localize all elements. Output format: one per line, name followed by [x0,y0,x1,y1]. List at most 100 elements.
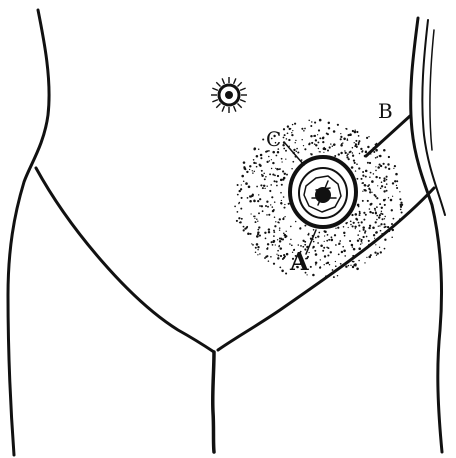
stipple-dot [384,204,386,206]
stipple-dot [255,251,257,253]
stipple-dot [364,262,365,263]
stipple-dot [379,203,381,205]
stipple-dot [279,240,281,242]
stipple-dot [236,220,238,222]
stipple-dot [282,170,284,172]
stipple-dot [326,240,328,242]
stipple-dot [299,227,301,229]
stipple-dot [266,201,268,203]
stipple-dot [350,220,352,222]
stipple-dot [399,191,400,192]
stipple-dot [295,140,296,141]
umbilicus-ray [240,88,246,90]
stipple-dot [250,233,252,235]
stipple-dot [341,251,343,253]
stipple-dot [256,235,259,238]
stipple-dot [274,180,276,182]
stipple-dot [277,151,279,153]
stipple-dot [340,263,342,265]
umbilicus-ray [222,78,224,84]
stipple-dot [366,137,368,139]
stipple-dot [375,221,377,223]
stipple-dot [355,143,356,144]
stipple-dot [380,223,382,225]
stipple-dot [352,246,353,247]
stipple-dot [286,138,288,140]
stipple-dot [365,214,367,216]
stipple-dot [282,218,284,220]
stipple-dot [390,199,393,202]
stipple-dot [282,144,284,146]
stipple-dot [312,274,315,277]
stipple-dot [334,234,336,236]
stipple-dot [260,154,263,157]
stipple-dot [268,260,270,262]
stipple-dot [277,250,279,252]
stipple-dot [281,184,283,186]
stipple-dot [367,146,369,148]
stipple-dot [237,211,239,213]
stipple-dot [320,259,321,260]
stipple-dot [262,210,264,212]
stipple-dot [383,180,385,182]
stipple-dot [311,142,313,144]
stipple-dot [264,257,266,259]
stipple-dot [328,122,330,124]
stipple-dot [303,145,304,146]
stipple-dot [387,226,389,228]
umbilicus-ray [216,82,220,86]
stipple-dot [281,270,284,273]
stipple-dot [257,200,259,202]
stipple-dot [272,174,274,176]
stipple-dot [298,244,300,246]
stipple-dot [280,255,282,257]
stipple-dot [268,228,270,230]
stipple-dot [353,261,355,263]
stipple-dot [337,124,339,126]
stipple-dot [340,152,342,154]
stipple-dot [249,196,251,198]
stipple-dot [361,221,363,223]
stipple-dot [314,135,316,137]
stipple-dot [361,242,362,243]
stipple-dot [372,212,373,213]
stipple-dot [331,239,334,242]
stipple-dot [354,226,356,228]
stipple-dot [301,128,303,130]
stipple-dot [391,209,393,211]
stipple-dot [333,276,335,278]
stipple-dot [318,148,319,149]
stipple-dot [337,227,339,229]
stipple-dot [358,260,360,262]
stipple-dot [396,187,398,189]
stipple-dot [356,163,358,165]
stipple-dot [376,255,377,256]
stipple-dot [281,161,282,162]
stipple-dot [345,265,347,267]
stipple-dot [393,218,395,220]
stipple-dot [244,167,247,170]
stipple-dot [290,239,292,241]
stipple-dot [358,252,360,254]
umbilicus-ray [212,100,218,102]
stipple-dot [347,134,349,136]
stipple-dot [369,162,371,164]
stipple-dot [345,222,347,224]
stipple-dot [322,250,324,252]
stipple-dot [384,239,386,241]
stipple-dot [262,187,264,189]
stipple-dot [358,140,360,142]
stipple-dot [290,226,292,228]
stipple-dot [257,229,259,231]
stipple-dot [381,211,382,212]
stipple-dot [273,235,275,237]
stipple-dot [278,246,280,248]
stipple-dot [312,247,314,249]
stipple-dot [369,203,371,205]
stipple-dot [271,241,273,243]
umbilicus-ray [222,106,224,112]
stipple-dot [259,205,261,207]
stipple-dot [253,200,255,202]
stipple-dot [247,233,250,236]
stipple-dot [272,151,275,154]
